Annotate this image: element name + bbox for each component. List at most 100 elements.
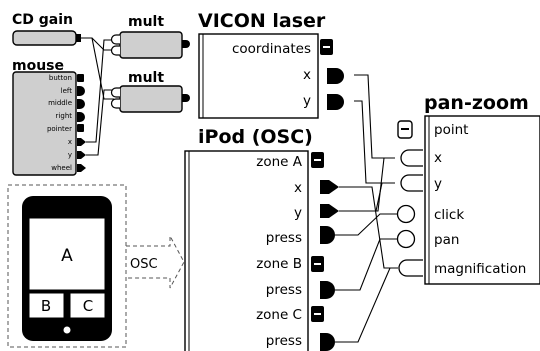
- wire-vicon-x-panzoom-x: [354, 74, 395, 159]
- phone-dashed-frame: [7, 184, 127, 348]
- mult2-input-b[interactable]: [110, 98, 121, 109]
- ipod-port-y: y: [294, 205, 302, 221]
- phone-zone-b-label: B: [41, 297, 51, 315]
- phone-zone-c[interactable]: [69, 292, 106, 319]
- wire-ipod-press-magnification: [335, 267, 398, 343]
- pan-zoom-node[interactable]: pan-zoom point x y click pan magnificati…: [396, 92, 540, 285]
- mouse-left-port[interactable]: [77, 86, 85, 96]
- mult1-title: mult: [128, 14, 164, 30]
- wire-ipod-y-panzoom-y: [339, 182, 395, 212]
- panzoom-port-y: y: [434, 176, 442, 192]
- cd-gain-node[interactable]: CD gain: [12, 12, 81, 46]
- mouse-port-left: left: [61, 87, 73, 95]
- vicon-port-coordinates: coordinates: [232, 41, 311, 57]
- mouse-right-port[interactable]: [77, 112, 85, 122]
- mult1-node[interactable]: mult: [110, 14, 191, 59]
- wire-mouse-y-mult2: [86, 89, 114, 156]
- vicon-title: VICON laser: [198, 10, 326, 32]
- ipod-box[interactable]: [184, 150, 309, 351]
- wire-vicon-y-panzoom-y: [354, 100, 395, 184]
- phone-zone-a-label: A: [61, 246, 73, 266]
- phone-zone-a[interactable]: [28, 217, 106, 291]
- panzoom-magnification-port[interactable]: [398, 259, 423, 277]
- vicon-port-x: x: [303, 67, 311, 83]
- ipod-port-x: x: [294, 180, 302, 196]
- mouse-port-y: y: [68, 151, 72, 159]
- panzoom-point-minus-icon: [401, 128, 409, 130]
- ipod-port-zone-b: zone B: [256, 256, 302, 272]
- osc-arrow: [126, 235, 185, 289]
- panzoom-port-pan: pan: [434, 232, 459, 248]
- mouse-y-port[interactable]: [77, 151, 86, 159]
- vicon-y-port[interactable]: [327, 94, 344, 110]
- mouse-title: mouse: [12, 58, 64, 74]
- ipod-y-port[interactable]: [320, 204, 339, 218]
- wire-ipod-y-panzoom-x: [339, 157, 395, 212]
- phone-panel: A B C OSC: [7, 184, 185, 348]
- wire-ipod-press-pan: [335, 238, 397, 291]
- ipod-press-a-port[interactable]: [320, 226, 335, 244]
- vicon-laser-node[interactable]: VICON laser coordinates x y: [198, 10, 344, 119]
- mouse-port-button: button: [49, 74, 72, 82]
- panzoom-port-magnification: magnification: [434, 261, 526, 277]
- phone-zone-b[interactable]: [28, 292, 65, 319]
- ipod-press-b-port[interactable]: [320, 281, 335, 299]
- wire-cdgain-mult2: [79, 37, 114, 100]
- cd-gain-output-port[interactable]: [76, 34, 81, 42]
- mouse-x-port[interactable]: [77, 138, 86, 146]
- mouse-box[interactable]: [12, 71, 77, 176]
- mouse-port-wheel: wheel: [51, 164, 72, 172]
- cd-gain-box[interactable]: [12, 30, 77, 46]
- mouse-pointer-port[interactable]: [77, 124, 84, 132]
- ipod-port-zone-c: zone C: [256, 307, 302, 323]
- ipod-port-zone-a: zone A: [256, 154, 302, 170]
- vicon-coordinates-minus-icon: [323, 46, 330, 48]
- mouse-wheel-port[interactable]: [77, 164, 86, 172]
- wire-ipod-press-click: [335, 213, 397, 236]
- mouse-port-x: x: [68, 138, 72, 146]
- osc-label: OSC: [130, 257, 158, 272]
- mult2-input-a[interactable]: [110, 87, 121, 98]
- mult2-title: mult: [128, 70, 164, 86]
- ipod-port-press-b: press: [266, 282, 302, 298]
- mult1-box[interactable]: [119, 31, 183, 59]
- mouse-middle-port[interactable]: [77, 99, 85, 109]
- mult2-node[interactable]: mult: [110, 70, 191, 113]
- phone-zone-c-label: C: [83, 297, 93, 315]
- phone-home-button: [62, 325, 72, 335]
- mult1-input-b[interactable]: [110, 45, 121, 56]
- mult2-output-port[interactable]: [182, 94, 190, 102]
- vicon-port-y: y: [303, 93, 311, 109]
- panzoom-port-click: click: [434, 207, 464, 223]
- panzoom-box[interactable]: [424, 115, 540, 285]
- ipod-zone-b-minus-icon: [314, 263, 321, 265]
- panzoom-y-port[interactable]: [400, 174, 423, 192]
- mouse-port-right: right: [56, 112, 73, 120]
- panzoom-port-x: x: [434, 150, 442, 166]
- mult2-box[interactable]: [119, 85, 183, 113]
- mouse-button-port[interactable]: [77, 74, 84, 82]
- ipod-x-port[interactable]: [320, 180, 339, 194]
- mult1-output-port[interactable]: [182, 40, 190, 48]
- panzoom-port-point: point: [434, 122, 468, 138]
- cd-gain-title: CD gain: [12, 12, 73, 28]
- ipod-osc-node[interactable]: iPod (OSC) zone A x y press zone B press…: [184, 126, 339, 351]
- vicon-x-port[interactable]: [327, 68, 344, 84]
- ipod-port-press-c: press: [266, 333, 302, 349]
- ipod-title: iPod (OSC): [198, 126, 313, 148]
- panzoom-title: pan-zoom: [424, 92, 529, 114]
- panzoom-click-port[interactable]: [396, 204, 416, 224]
- ipod-press-c-port[interactable]: [320, 333, 335, 351]
- mult1-input-a[interactable]: [110, 34, 121, 45]
- mouse-node[interactable]: mouse button left middle right pointer x…: [12, 58, 86, 176]
- ipod-zone-c-minus-icon: [314, 313, 321, 315]
- vicon-box[interactable]: [198, 33, 319, 119]
- mouse-port-middle: middle: [48, 99, 72, 107]
- panzoom-x-port[interactable]: [400, 149, 423, 167]
- ipod-port-press-a: press: [266, 230, 302, 246]
- ipod-zone-a-minus-icon: [314, 159, 321, 161]
- panzoom-pan-port[interactable]: [396, 229, 416, 249]
- wire-mouse-x-mult1: [86, 39, 114, 143]
